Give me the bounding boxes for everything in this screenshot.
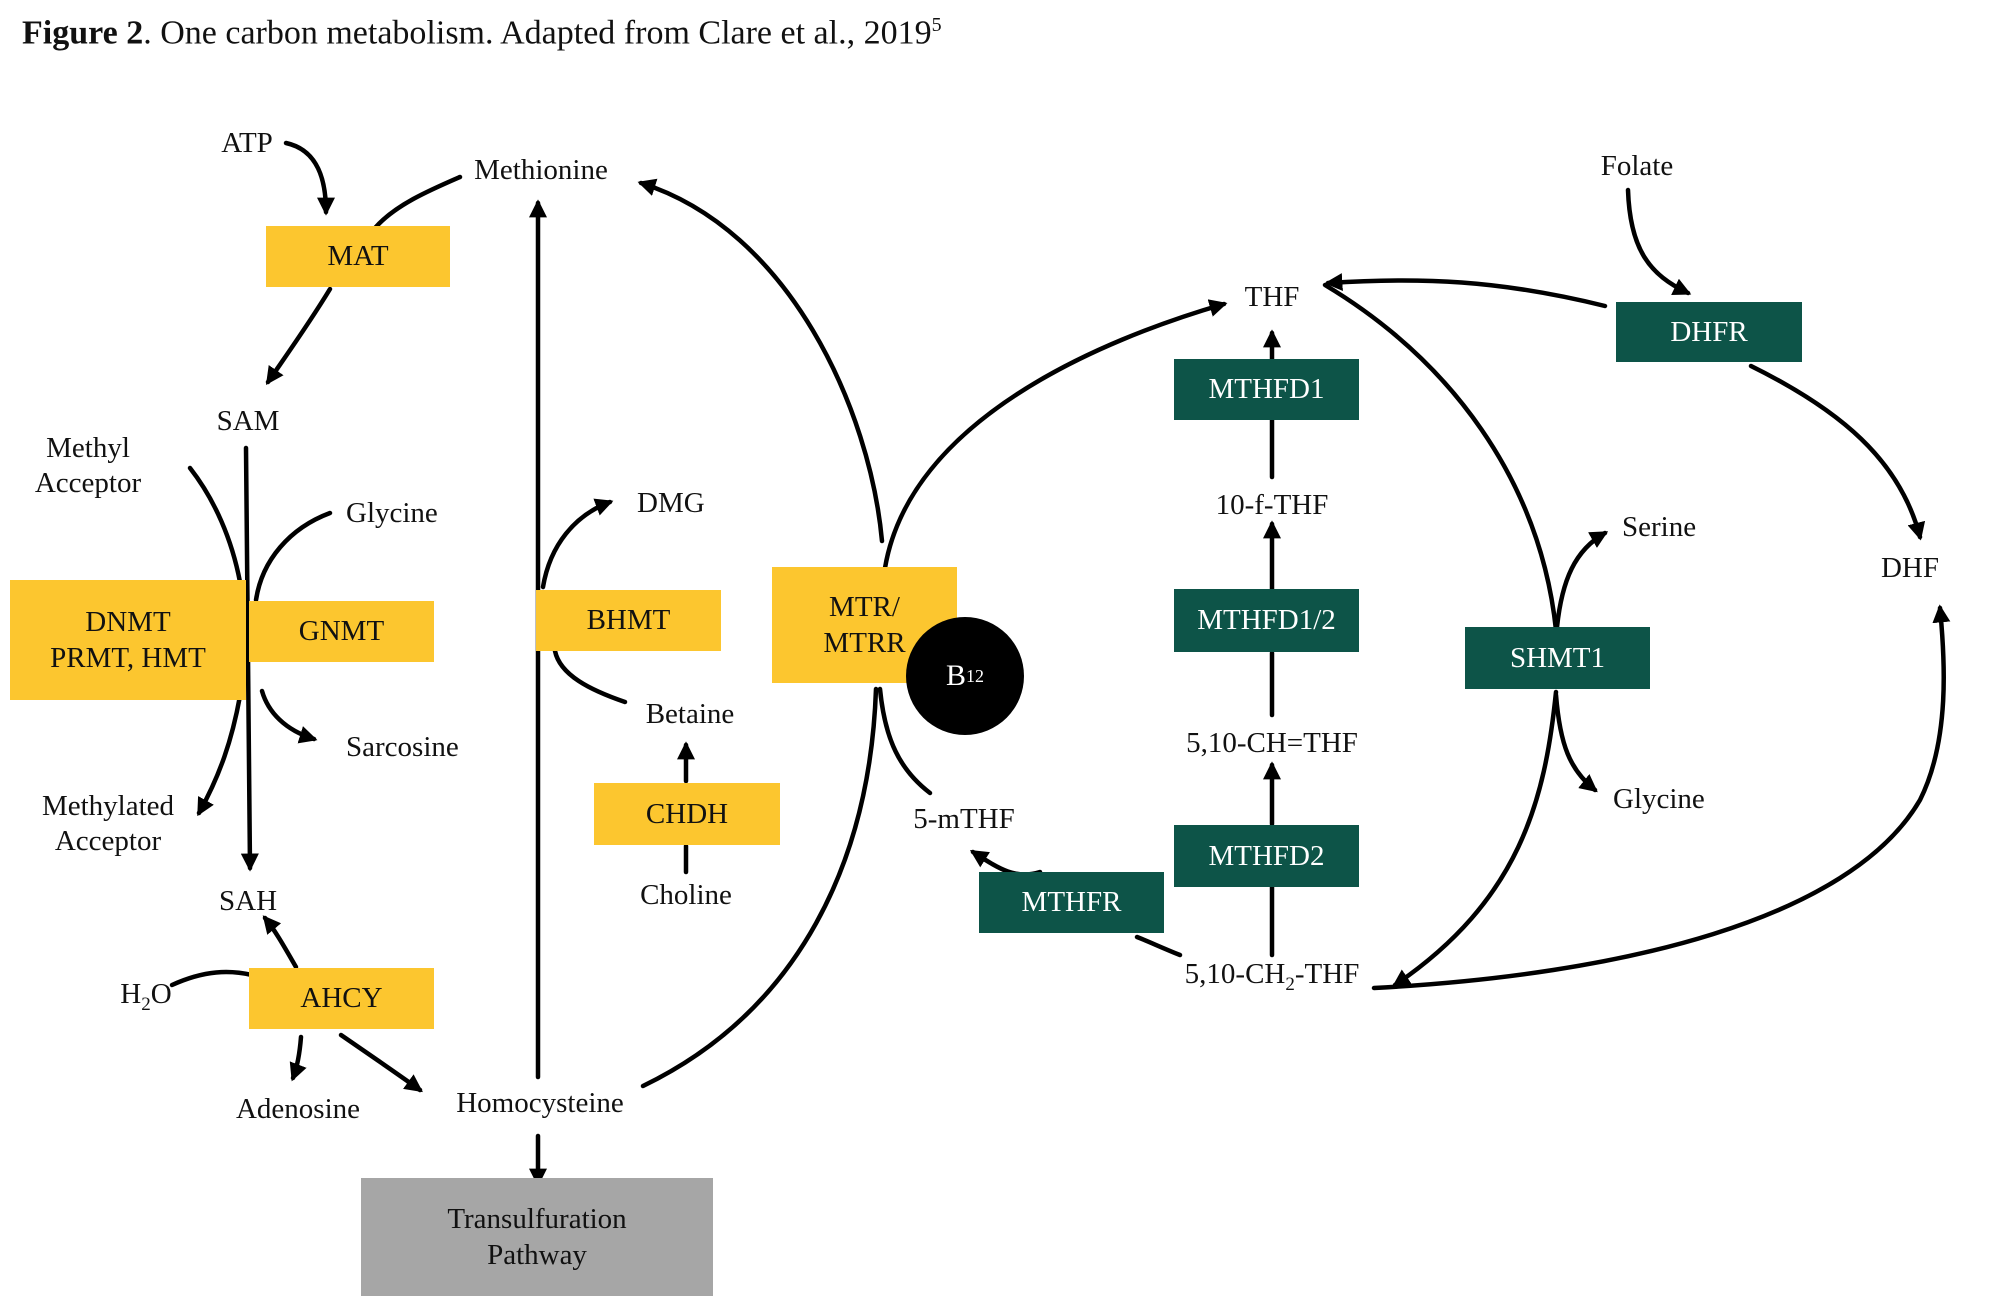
line-glycine-in <box>253 510 333 603</box>
sarcosine-label: Sarcosine <box>346 731 459 763</box>
arrow-folate-to-dhfr <box>1625 187 1692 296</box>
figure-label: Figure 2 <box>22 14 144 52</box>
methylene-thf-label: 5,10-CH2-THF <box>1184 957 1360 995</box>
betaine-label: Betaine <box>645 698 735 730</box>
line-h2o-in <box>169 969 255 988</box>
mthfr-enzyme-box: MTHFR <box>979 872 1164 933</box>
figure-caption: Figure 2. One carbon metabolism. Adapted… <box>22 14 942 52</box>
arrow-to-methylated-acceptor <box>196 693 243 817</box>
methylene-thf-subscript: 2 <box>1285 973 1295 995</box>
mat-enzyme-box: MAT <box>266 226 450 287</box>
mtr-line-1: MTR/ <box>829 590 900 623</box>
atp-label: ATP <box>221 127 273 159</box>
arrow-to-sarcosine <box>259 688 318 744</box>
dnmt-line-1: DNMT <box>85 605 171 638</box>
methyl-acceptor-line-1: Methyl <box>46 432 130 464</box>
line-methionine-to-mat <box>372 174 463 231</box>
arrow-dhfr-to-dhf <box>1748 363 1926 541</box>
serine-label: Serine <box>1622 511 1697 543</box>
line-5mthf-to-mtr <box>877 686 933 796</box>
10-f-thf-label: 10-f-THF <box>1215 489 1329 521</box>
homocysteine-label: Homocysteine <box>456 1087 624 1119</box>
methyl-acceptor-line-2: Acceptor <box>34 466 142 499</box>
arrow-atp-to-mat <box>283 140 335 216</box>
arrow-sam-to-sah <box>240 445 259 872</box>
glycine-left-label: Glycine <box>346 497 438 529</box>
dnmt-enzyme-box: DNMT PRMT, HMT <box>10 580 246 700</box>
line-thf-to-shmt1 <box>1322 282 1559 633</box>
b12-b: B <box>945 659 966 692</box>
dhf-label: DHF <box>1880 552 1940 584</box>
methylene-thf-prefix: 5,10-CH <box>1184 958 1286 990</box>
arrow-shmt1-to-serine <box>1554 530 1609 630</box>
arrow-bhmt-to-dmg <box>540 498 614 590</box>
bhmt-enzyme-box: BHMT <box>536 590 721 651</box>
ahcy-enzyme-box: AHCY <box>249 968 434 1029</box>
arrow-mtr-to-thf <box>882 299 1228 571</box>
arrow-methylene-to-dhf <box>1371 604 1951 991</box>
methionine-label: Methionine <box>474 154 608 186</box>
mthfd12-enzyme-box: MTHFD1/2 <box>1174 589 1359 652</box>
h2o-o: O <box>150 978 172 1010</box>
line-homocysteine-to-mtr <box>640 686 879 1089</box>
mthfd1-enzyme-box: MTHFD1 <box>1174 359 1359 420</box>
arrow-shmt1-to-glycine <box>1553 692 1598 793</box>
choline-label: Choline <box>640 879 732 911</box>
adenosine-label: Adenosine <box>235 1093 361 1125</box>
folate-label: Folate <box>1600 150 1674 182</box>
gnmt-enzyme-box: GNMT <box>249 601 434 662</box>
transsulfuration-line-1: Transulfuration <box>447 1202 627 1235</box>
sam-label: SAM <box>216 405 280 437</box>
h2o-subscript: 2 <box>141 993 151 1015</box>
line-methylene-to-mthfr <box>1134 934 1183 958</box>
transsulfuration-line-2: Pathway <box>487 1239 587 1271</box>
dnmt-line-2: PRMT, HMT <box>50 642 206 674</box>
chdh-enzyme-box: CHDH <box>594 783 780 845</box>
arrow-ahcy-to-sah <box>262 915 299 970</box>
methylated-acceptor-line-2: Acceptor <box>54 824 162 857</box>
line-methyl-acceptor-in <box>187 465 243 585</box>
arrow-mat-to-sam <box>265 286 333 385</box>
arrow-dhfr-to-thf <box>1324 273 1608 309</box>
h2o-h: H <box>120 978 142 1010</box>
arrow-ahcy-to-adenosine <box>289 1034 307 1082</box>
methenyl-thf-label: 5,10-CH=THF <box>1186 727 1358 759</box>
line-betaine-to-bhmt <box>552 648 628 705</box>
glycine-right-label: Glycine <box>1613 783 1705 815</box>
arrow-shmt1-to-methylene <box>1392 689 1559 988</box>
dhfr-enzyme-box: DHFR <box>1616 302 1802 362</box>
figure-reference: 5 <box>931 14 942 36</box>
mtr-line-2: MTRR <box>823 627 906 659</box>
figure-caption-text: . One carbon metabolism. Adapted from Cl… <box>143 14 932 52</box>
dmg-label: DMG <box>637 487 705 519</box>
sah-label: SAH <box>218 885 278 917</box>
shmt1-enzyme-box: SHMT1 <box>1465 627 1650 689</box>
mthfd2-enzyme-box: MTHFD2 <box>1174 825 1359 887</box>
arrow-ahcy-to-homocysteine <box>338 1032 423 1093</box>
methylated-acceptor-line-1: Methylated <box>41 790 175 822</box>
thf-label: THF <box>1244 281 1300 313</box>
methylene-thf-suffix: -THF <box>1294 958 1360 990</box>
h2o-label: H2O <box>120 977 172 1015</box>
arrow-mtr-to-methionine <box>637 178 885 544</box>
5-mthf-label: 5-mTHF <box>913 803 1015 835</box>
